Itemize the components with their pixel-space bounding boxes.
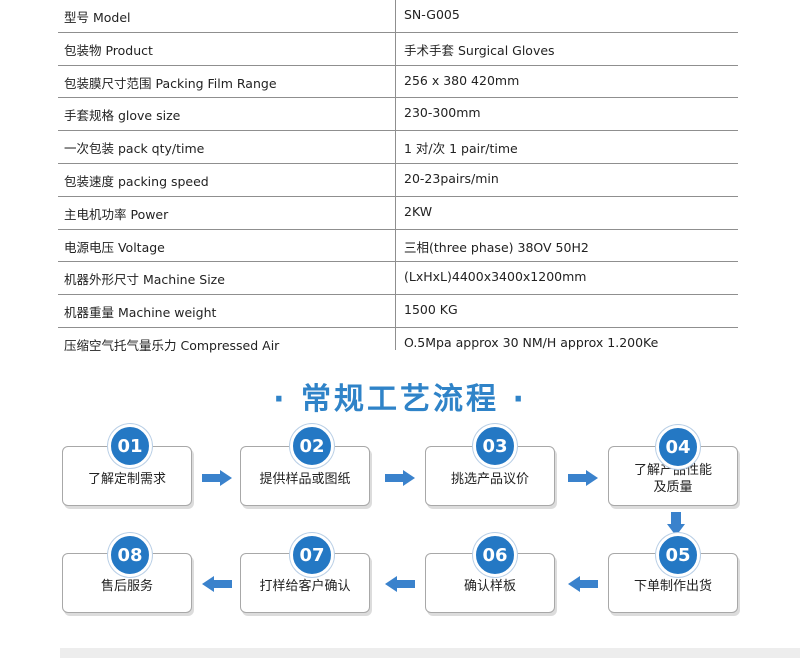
spec-label: 包装物 Product	[64, 42, 153, 58]
spec-label: 机器外形尺寸 Machine Size	[64, 272, 225, 288]
spec-value: SN-G005	[404, 7, 460, 22]
spec-value: 1500 KG	[404, 302, 458, 318]
spec-label: 电源电压 Voltage	[64, 239, 165, 255]
arrow-right-icon	[385, 470, 415, 486]
arrow-right-icon	[202, 470, 232, 486]
step-number-badge: 06	[473, 533, 517, 577]
spec-value: O.5Mpa approx 30 NM/H approx 1.200Ke	[404, 334, 659, 350]
spec-label: 主电机功率 Power	[64, 206, 169, 222]
spec-label: 型号 Model	[64, 10, 131, 25]
spec-row-glove-size: 手套规格 glove size 230-300mm	[58, 98, 738, 132]
spec-label: 机器重量 Machine weight	[64, 305, 217, 321]
step-label: 打样给客户确认	[259, 578, 351, 594]
arrow-left-icon	[202, 576, 232, 592]
step-number-badge: 05	[656, 533, 700, 577]
arrow-right-icon	[568, 470, 598, 486]
footer-divider	[60, 648, 800, 658]
spec-label: 包装膜尺寸范围 Packing Film Range	[64, 75, 277, 91]
spec-row-compressed-air: 压缩空气托气量乐力 Compressed Air O.5Mpa approx 3…	[58, 328, 738, 360]
spec-table: 型号 Model SN-G005 包装物 Product 手术手套 Surgic…	[58, 0, 738, 360]
spec-label: 一次包装 pack qty/time	[64, 141, 205, 157]
spec-value: 手术手套 Surgical Gloves	[404, 42, 555, 58]
step-label: 了解产品性能 及质量	[633, 463, 712, 495]
spec-row-machine-size: 机器外形尺寸 Machine Size (LxHxL)4400x3400x120…	[58, 262, 738, 296]
arrow-down-icon	[667, 512, 685, 536]
step-number-badge: 01	[108, 424, 152, 468]
step-label: 了解定制需求	[87, 471, 166, 487]
spec-value: 230-300mm	[404, 105, 481, 121]
spec-value: 2KW	[404, 203, 433, 219]
spec-row-product: 包装物 Product 手术手套 Surgical Gloves	[58, 33, 738, 66]
spec-row-film-range: 包装膜尺寸范围 Packing Film Range 256 x 380 420…	[58, 66, 738, 99]
step-number-badge: 04	[656, 425, 700, 469]
spec-row-machine-weight: 机器重量 Machine weight 1500 KG	[58, 295, 738, 328]
step-label: 下单制作出货	[633, 578, 712, 594]
step-label: 挑选产品议价	[450, 471, 529, 487]
step-number-badge: 03	[473, 424, 517, 468]
spec-value: 三相(three phase) 38OV 50H2	[404, 239, 589, 255]
process-step-1: 了解定制需求	[62, 446, 192, 506]
column-divider	[395, 0, 396, 350]
spec-row-pack-qty: 一次包装 pack qty/time 1 对/次 1 pair/time	[58, 131, 738, 164]
step-number-badge: 07	[290, 533, 334, 577]
spec-label: 压缩空气托气量乐力 Compressed Air	[64, 337, 280, 353]
spec-value: (LxHxL)4400x3400x1200mm	[404, 269, 587, 285]
process-title: · 常规工艺流程 ·	[273, 382, 527, 417]
spec-value: 256 x 380 420mm	[404, 72, 520, 88]
spec-row-model: 型号 Model SN-G005	[58, 0, 738, 33]
spec-value: 1 对/次 1 pair/time	[404, 141, 518, 157]
spec-label: 包装速度 packing speed	[64, 173, 209, 189]
process-step-2: 提供样品或图纸	[240, 446, 370, 506]
spec-row-power: 主电机功率 Power 2KW	[58, 197, 738, 230]
step-label: 售后服务	[100, 578, 153, 594]
step-label: 确认样板	[463, 578, 516, 594]
spec-row-voltage: 电源电压 Voltage 三相(three phase) 38OV 50H2	[58, 230, 738, 263]
spec-label: 手套规格 glove size	[64, 108, 181, 124]
spec-value: 20-23pairs/min	[404, 170, 499, 186]
step-number-badge: 02	[290, 424, 334, 468]
spec-row-packing-speed: 包装速度 packing speed 20-23pairs/min	[58, 164, 738, 197]
arrow-left-icon	[568, 576, 598, 592]
step-label: 提供样品或图纸	[259, 471, 351, 487]
arrow-left-icon	[385, 576, 415, 592]
step-number-badge: 08	[108, 533, 152, 577]
